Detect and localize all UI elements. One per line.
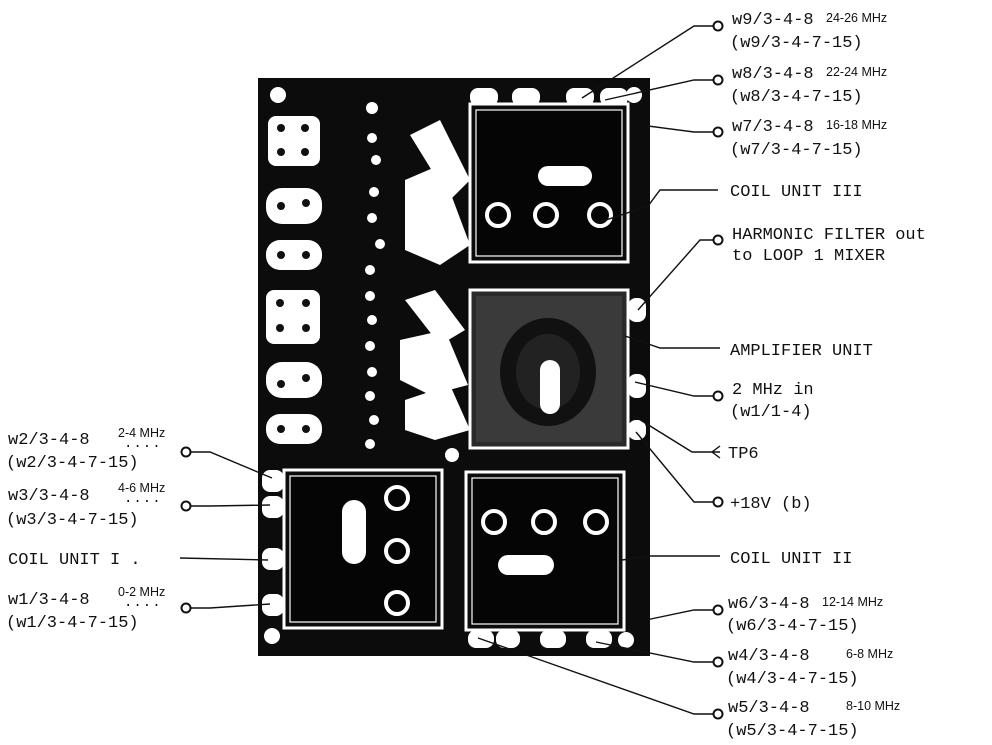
svg-text:w8/3-4-8: w8/3-4-8 bbox=[732, 65, 814, 84]
leader-coil2 bbox=[621, 555, 720, 561]
label-w7: w7/3-4-8 16-18 MHz (w7/3-4-7-15) bbox=[730, 118, 887, 160]
label-w4: w4/3-4-8 6-8 MHz (w4/3-4-7-15) bbox=[726, 647, 893, 689]
corner-hole bbox=[270, 87, 286, 103]
corner-hole bbox=[618, 632, 634, 648]
leader-w1 bbox=[190, 603, 271, 609]
right-terminals bbox=[712, 20, 724, 720]
label-harmonic-filter: HARMONIC FILTER out to LOOP 1 MIXER bbox=[732, 226, 926, 266]
terminal-2mhz bbox=[712, 390, 724, 402]
terminal-harm bbox=[712, 234, 724, 246]
svg-text:4-6 MHz: 4-6 MHz bbox=[118, 481, 165, 495]
pcb-board bbox=[258, 78, 650, 656]
leader-w2 bbox=[190, 451, 273, 479]
svg-text:2 MHz in: 2 MHz in bbox=[732, 381, 814, 400]
leader-w5 bbox=[477, 637, 716, 715]
svg-text:(w2/3-4-7-15): (w2/3-4-7-15) bbox=[6, 454, 139, 473]
svg-text:22-24 MHz: 22-24 MHz bbox=[826, 65, 887, 79]
svg-text:(w4/3-4-7-15): (w4/3-4-7-15) bbox=[726, 670, 859, 689]
leader-amp bbox=[624, 335, 720, 349]
terminal-w8 bbox=[712, 74, 724, 86]
svg-text:w5/3-4-8: w5/3-4-8 bbox=[728, 699, 810, 718]
svg-text:(w1/1-4): (w1/1-4) bbox=[730, 403, 812, 422]
terminal-w3 bbox=[180, 500, 192, 512]
svg-text:0-2 MHz: 0-2 MHz bbox=[118, 585, 165, 599]
svg-text:12-14 MHz: 12-14 MHz bbox=[822, 595, 883, 609]
terminal-w5 bbox=[712, 708, 724, 720]
leader-tp6 bbox=[633, 415, 720, 453]
leader-coil3 bbox=[599, 189, 718, 223]
svg-text:8-10 MHz: 8-10 MHz bbox=[846, 699, 900, 713]
svg-text:(w8/3-4-7-15): (w8/3-4-7-15) bbox=[730, 88, 863, 107]
svg-text:HARMONIC FILTER out: HARMONIC FILTER out bbox=[732, 226, 926, 245]
svg-text:w6/3-4-8: w6/3-4-8 bbox=[728, 595, 810, 614]
svg-text:(w7/3-4-7-15): (w7/3-4-7-15) bbox=[730, 141, 863, 160]
svg-text:····: ···· bbox=[124, 494, 162, 510]
svg-text:(w1/3-4-7-15): (w1/3-4-7-15) bbox=[6, 614, 139, 633]
leader-coil1 bbox=[179, 557, 269, 561]
label-coil-unit-i: COIL UNIT I . bbox=[8, 551, 141, 570]
terminal-w6 bbox=[712, 604, 724, 616]
leader-w9 bbox=[581, 25, 716, 99]
middle-pad-column bbox=[365, 102, 470, 462]
leader-18v bbox=[635, 431, 716, 503]
label-2mhz-in: 2 MHz in (w1/1-4) bbox=[730, 381, 814, 422]
terminal-w9 bbox=[712, 20, 724, 32]
svg-text:w1/3-4-8: w1/3-4-8 bbox=[8, 591, 90, 610]
svg-text:24-26 MHz: 24-26 MHz bbox=[826, 11, 887, 25]
label-w8: w8/3-4-8 22-24 MHz (w8/3-4-7-15) bbox=[730, 65, 887, 107]
terminal-18v bbox=[712, 496, 724, 508]
leader-w7 bbox=[647, 125, 716, 133]
right-labels: w9/3-4-8 24-26 MHz (w9/3-4-7-15) w8/3-4-… bbox=[726, 11, 926, 741]
leader-w3 bbox=[190, 504, 271, 507]
label-amplifier-unit: AMPLIFIER UNIT bbox=[730, 342, 873, 361]
svg-text:w7/3-4-8: w7/3-4-8 bbox=[732, 118, 814, 137]
coil-unit-iii-body bbox=[468, 102, 630, 264]
svg-text:w9/3-4-8: w9/3-4-8 bbox=[732, 11, 814, 30]
label-coil-unit-iii: COIL UNIT III bbox=[730, 183, 863, 202]
leader-2mhz bbox=[634, 381, 716, 397]
svg-text:w4/3-4-8: w4/3-4-8 bbox=[728, 647, 810, 666]
svg-text:w3/3-4-8: w3/3-4-8 bbox=[8, 487, 90, 506]
right-callout-wires bbox=[477, 25, 721, 715]
label-w2: w2/3-4-8 2-4 MHz ···· (w2/3-4-7-15) bbox=[6, 426, 165, 473]
terminal-w2 bbox=[180, 446, 192, 458]
left-labels: w2/3-4-8 2-4 MHz ···· (w2/3-4-7-15) w3/3… bbox=[6, 426, 165, 633]
leader-w4 bbox=[595, 641, 716, 663]
svg-text:(w6/3-4-7-15): (w6/3-4-7-15) bbox=[726, 617, 859, 636]
svg-text:2-4 MHz: 2-4 MHz bbox=[118, 426, 165, 440]
left-callout-wires bbox=[179, 451, 273, 609]
terminal-w7 bbox=[712, 126, 724, 138]
amplifier-unit-body bbox=[468, 288, 630, 450]
svg-text:(w3/3-4-7-15): (w3/3-4-7-15) bbox=[6, 511, 139, 530]
label-w9: w9/3-4-8 24-26 MHz (w9/3-4-7-15) bbox=[730, 11, 887, 53]
corner-hole bbox=[264, 628, 280, 644]
corner-hole bbox=[626, 87, 642, 103]
leader-harm bbox=[637, 239, 716, 311]
svg-text:w2/3-4-8: w2/3-4-8 bbox=[8, 431, 90, 450]
label-w3: w3/3-4-8 4-6 MHz ···· (w3/3-4-7-15) bbox=[6, 481, 165, 530]
svg-text:16-18 MHz: 16-18 MHz bbox=[826, 118, 887, 132]
label-w5: w5/3-4-8 8-10 MHz (w5/3-4-7-15) bbox=[726, 699, 900, 741]
terminal-w1 bbox=[180, 602, 192, 614]
leader-w6 bbox=[645, 609, 716, 621]
svg-text:6-8 MHz: 6-8 MHz bbox=[846, 647, 893, 661]
svg-text:(w9/3-4-7-15): (w9/3-4-7-15) bbox=[730, 34, 863, 53]
label-18v: +18V (b) bbox=[730, 495, 812, 514]
terminal-w4 bbox=[712, 656, 724, 668]
svg-text:to LOOP 1 MIXER: to LOOP 1 MIXER bbox=[732, 247, 885, 266]
svg-text:····: ···· bbox=[124, 598, 162, 614]
label-tp6: TP6 bbox=[728, 445, 759, 464]
coil-unit-ii-body bbox=[464, 470, 626, 632]
tp6-arrowhead bbox=[710, 445, 721, 459]
left-pad-column bbox=[266, 116, 322, 444]
svg-text:(w5/3-4-7-15): (w5/3-4-7-15) bbox=[726, 722, 859, 741]
coil-unit-i-body bbox=[282, 468, 444, 630]
label-w1: w1/3-4-8 0-2 MHz ···· (w1/3-4-7-15) bbox=[6, 585, 165, 633]
left-terminals bbox=[180, 446, 192, 614]
leader-w8 bbox=[604, 79, 716, 101]
label-w6: w6/3-4-8 12-14 MHz (w6/3-4-7-15) bbox=[726, 595, 883, 636]
svg-text:····: ···· bbox=[124, 439, 162, 455]
label-coil-unit-ii: COIL UNIT II bbox=[730, 550, 852, 569]
